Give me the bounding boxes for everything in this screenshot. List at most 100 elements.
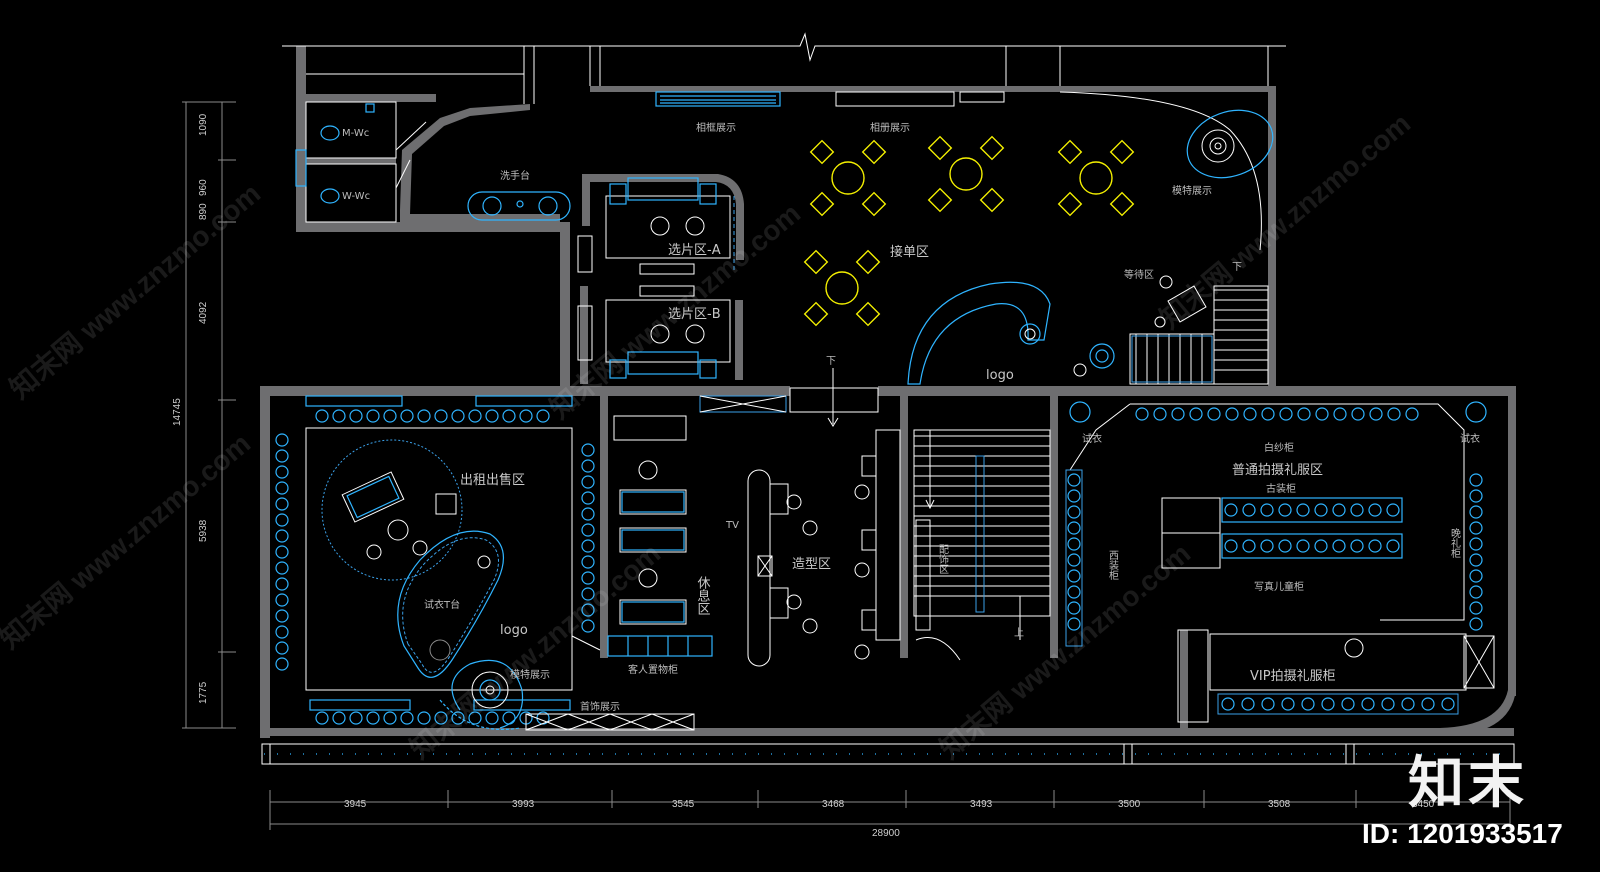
hanger	[275, 625, 289, 639]
hanger	[332, 711, 346, 725]
label-jewelry-display: 首饰展示	[580, 700, 620, 713]
hanger	[434, 711, 448, 725]
hanger	[581, 619, 595, 633]
watermark-tile: 知末网 www.znzmo.com	[1153, 107, 1416, 335]
rack	[1221, 533, 1403, 559]
hanger	[366, 711, 380, 725]
hanger	[1469, 617, 1483, 631]
table-set	[803, 249, 881, 327]
chair	[927, 187, 953, 213]
rest-area	[571, 415, 713, 657]
hanger	[366, 409, 380, 423]
hanger	[1171, 407, 1185, 421]
chair	[1057, 191, 1083, 217]
stair-frame	[913, 429, 1051, 617]
gown-racks	[1065, 407, 1483, 715]
hanger	[400, 409, 414, 423]
stair-rail	[975, 455, 985, 613]
hanger	[1224, 503, 1238, 517]
hanger	[1135, 407, 1149, 421]
hanger	[434, 409, 448, 423]
label-evening-cabinet: 晚礼柜	[1449, 528, 1461, 559]
hanger	[1421, 697, 1435, 711]
hanger	[1243, 407, 1257, 421]
hanger	[1469, 569, 1483, 583]
hanger	[1332, 539, 1346, 553]
hanger	[1067, 473, 1081, 487]
hanger	[1361, 697, 1375, 711]
washbasin	[467, 191, 571, 221]
label-down-mid: 下	[826, 356, 836, 367]
hanger	[1224, 539, 1238, 553]
hanger	[1351, 407, 1365, 421]
label-suit-cabinet: 西装柜	[1107, 550, 1119, 581]
dim-bottom-7: 3508	[1268, 799, 1291, 810]
hanger	[1207, 407, 1221, 421]
top-boundary	[282, 32, 1286, 107]
hanger	[349, 409, 363, 423]
dim-left-1: 1090	[198, 113, 209, 136]
dim-bottom-1: 3945	[344, 799, 367, 810]
hanger	[275, 465, 289, 479]
hanger	[536, 409, 550, 423]
hanger	[1401, 697, 1415, 711]
hanger	[1386, 539, 1400, 553]
hanger	[468, 711, 482, 725]
hanger	[581, 491, 595, 505]
hanger	[1469, 521, 1483, 535]
hanger	[1067, 617, 1081, 631]
hanger	[1332, 503, 1346, 517]
accessory-area	[915, 430, 1021, 661]
hanger	[581, 523, 595, 537]
rent-sale-hangers	[275, 409, 595, 725]
stair-frame	[1213, 285, 1269, 385]
bottom-strip	[261, 743, 1515, 765]
label-regular-gown: 普通拍摄礼服区	[1232, 462, 1323, 478]
hanger	[1297, 407, 1311, 421]
hanger	[1067, 537, 1081, 551]
hanger	[1278, 539, 1292, 553]
label-select-b: 选片区-B	[668, 307, 721, 322]
hanger	[519, 409, 533, 423]
rent-sale-area	[305, 395, 573, 731]
label-fitting-left: 试衣	[1082, 432, 1102, 445]
label-m-wc: M-Wc	[342, 128, 369, 139]
hanger	[1296, 539, 1310, 553]
stair-rail	[1131, 335, 1213, 383]
hanger	[1333, 407, 1347, 421]
hanger	[275, 449, 289, 463]
dimension-text: 1090 960 890 4092 5938 1775 14745 3945 3…	[172, 113, 1435, 839]
suit-rack	[1065, 469, 1083, 647]
hanger	[1221, 697, 1235, 711]
hanger	[1469, 601, 1483, 615]
hanger	[275, 481, 289, 495]
table-set	[1057, 139, 1135, 217]
hanger	[485, 409, 499, 423]
dim-bottom-3: 3545	[672, 799, 695, 810]
vip-rack	[1217, 693, 1459, 715]
hanger	[1368, 539, 1382, 553]
table	[825, 271, 859, 305]
dim-bottom-2: 3993	[512, 799, 535, 810]
hanger	[1469, 473, 1483, 487]
hanger	[1067, 505, 1081, 519]
hanger	[275, 577, 289, 591]
label-logo-bottom: logo	[500, 623, 528, 638]
label-frame-display: 相框展示	[696, 121, 736, 134]
label-model-display-bottom: 模特展示	[510, 669, 550, 681]
hanger	[332, 409, 346, 423]
dim-total-width: 28900	[872, 828, 900, 839]
label-album-display: 相册展示	[870, 121, 910, 134]
watermark-tile: 知末网 www.znzmo.com	[3, 177, 266, 405]
chair	[803, 249, 829, 275]
label-logo-top: logo	[986, 368, 1014, 383]
image-id-watermark: ID: 1201933517	[1362, 818, 1563, 849]
waiting-area	[1059, 91, 1274, 377]
hanger	[1314, 539, 1328, 553]
dim-bottom-4: 3468	[822, 799, 845, 810]
label-guest-cabinet: 客人置物柜	[628, 663, 678, 676]
hanger	[1189, 407, 1203, 421]
hanger	[581, 475, 595, 489]
label-rent-sale: 出租出售区	[460, 472, 525, 488]
hanger	[275, 561, 289, 575]
